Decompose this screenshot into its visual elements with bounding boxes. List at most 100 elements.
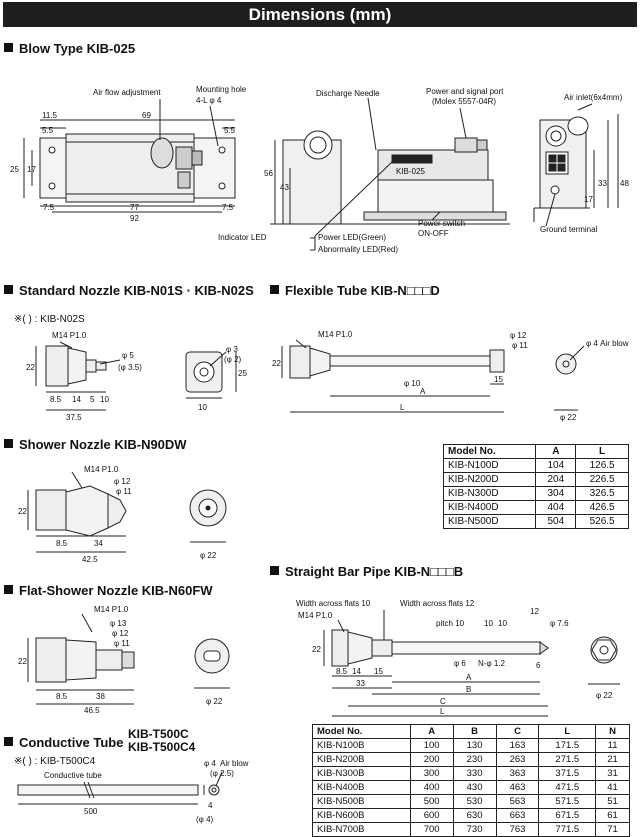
table-cell: KIB-N600B bbox=[312, 808, 411, 823]
label-phi13-flat: φ 13 bbox=[110, 619, 127, 628]
table-header-row: Model No. A B C L N bbox=[312, 724, 630, 739]
column-header: L bbox=[538, 724, 597, 739]
column-header: N bbox=[595, 724, 630, 739]
dim-phi22-bar: φ 22 bbox=[596, 691, 613, 700]
dim-15-bar: 15 bbox=[374, 667, 383, 676]
label-m14-flex: M14 P1.0 bbox=[318, 330, 353, 339]
label-phi12-shower: φ 12 bbox=[114, 477, 131, 486]
label-phi4-cond: φ 4 bbox=[204, 759, 216, 768]
table-cell: 230 bbox=[452, 752, 497, 767]
dim-phi22-flat: φ 22 bbox=[206, 697, 223, 706]
table-cell: 263 bbox=[495, 752, 540, 767]
dim-15-flex: 15 bbox=[494, 375, 503, 384]
dim-14-std: 14 bbox=[72, 395, 81, 404]
dim-22-bar: 22 bbox=[312, 645, 321, 654]
label-abnormality-led: Abnormality LED(Red) bbox=[318, 245, 398, 254]
table-cell: 630 bbox=[452, 808, 497, 823]
dim-48-rear: 48 bbox=[620, 179, 629, 188]
dim-10-std-side: 10 bbox=[198, 403, 207, 412]
table-cell: 51 bbox=[595, 794, 630, 809]
label-discharge-needle: Discharge Needle bbox=[316, 89, 380, 98]
dim-33-bar: 33 bbox=[356, 679, 365, 688]
bullet-icon bbox=[4, 439, 13, 448]
section-standard-nozzle: Standard Nozzle KIB-N01S · KIB-N02S bbox=[4, 283, 254, 298]
section-flat-shower-nozzle-label: Flat-Shower Nozzle KIB-N60FW bbox=[19, 583, 213, 598]
label-power-signal-port: Power and signal port bbox=[426, 87, 504, 96]
label-phi6: φ 6 bbox=[454, 659, 466, 668]
dim-14-bar: 14 bbox=[352, 667, 361, 676]
dim-10-std: 10 bbox=[100, 395, 109, 404]
dim-c-bar: C bbox=[440, 697, 446, 706]
table-cell: 530 bbox=[452, 794, 497, 809]
dim-11-5: 11.5 bbox=[42, 111, 58, 120]
dim-69: 69 bbox=[142, 111, 151, 120]
table-cell: 504 bbox=[535, 514, 577, 529]
dim-10-bar-b: 10 bbox=[498, 619, 507, 628]
dim-phi22-shower: φ 22 bbox=[200, 551, 217, 560]
dim-7-5-left: 7.5 bbox=[43, 203, 55, 212]
straight-bar-pipe-drawing: 22 Width across flats 10 M14 P1.0 Width … bbox=[296, 599, 620, 717]
bullet-icon bbox=[270, 285, 279, 294]
label-mounting-hole: Mounting hole bbox=[196, 85, 247, 94]
bullet-icon bbox=[4, 285, 13, 294]
blow-type-front-view: 11.5 69 5.5 5.5 77 92 7.5 7.5 25 17 Air … bbox=[10, 85, 247, 223]
flexible-tube-drawing: 22 M14 P1.0 φ 12 φ 11 φ 10 A L 15 φ 4 Ai… bbox=[272, 330, 629, 422]
section-flexible-tube: Flexible Tube KIB-N□□□D bbox=[270, 283, 440, 298]
label-air-flow-adjustment: Air flow adjustment bbox=[93, 88, 161, 97]
label-phi7-6: φ 7.6 bbox=[550, 619, 569, 628]
label-ground-terminal: Ground terminal bbox=[540, 225, 598, 234]
label-phi11-flat: φ 11 bbox=[114, 639, 130, 648]
table-cell: 663 bbox=[495, 808, 540, 823]
standard-nozzle-drawing: 22 8.5 14 5 10 37.5 M14 P1.0 φ 5 (φ 3.5)… bbox=[26, 331, 247, 422]
dim-8-5-shower: 8.5 bbox=[56, 539, 68, 548]
table-cell: 326.5 bbox=[575, 486, 629, 501]
dim-77: 77 bbox=[130, 203, 139, 212]
table-cell: 600 bbox=[409, 808, 454, 823]
conductive-model-b: KIB-T500C4 bbox=[128, 740, 196, 754]
bullet-icon bbox=[4, 585, 13, 594]
table-cell: 430 bbox=[452, 780, 497, 795]
dim-5-std: 5 bbox=[90, 395, 95, 404]
section-shower-nozzle-label: Shower Nozzle KIB-N90DW bbox=[19, 437, 187, 452]
table-cell: 163 bbox=[495, 738, 540, 753]
column-header: A bbox=[409, 724, 454, 739]
table-cell: 61 bbox=[595, 808, 630, 823]
dim-a-bar: A bbox=[466, 673, 472, 682]
flat-shower-nozzle-drawing: 22 M14 P1.0 φ 13 φ 12 φ 11 8.5 38 46.5 φ… bbox=[18, 605, 230, 715]
table-cell: 126.5 bbox=[575, 458, 629, 473]
dim-33-rear: 33 bbox=[598, 179, 607, 188]
label-power-led: Power LED(Green) bbox=[318, 233, 386, 242]
column-header: A bbox=[535, 444, 577, 459]
table-cell: KIB-N200D bbox=[442, 472, 537, 487]
column-header: Model No. bbox=[442, 444, 537, 459]
blow-type-rear-view: Air inlet(6x4mm) Ground terminal 17 33 4… bbox=[533, 93, 629, 234]
dim-25-std-side: 25 bbox=[238, 369, 247, 378]
table-header-row: Model No. A L bbox=[442, 444, 629, 459]
dim-34-shower: 34 bbox=[94, 539, 103, 548]
dim-500: 500 bbox=[84, 807, 98, 816]
label-waf12: Width across flats 12 bbox=[400, 599, 475, 608]
dim-42-5-shower: 42.5 bbox=[82, 555, 98, 564]
table-cell: KIB-N100B bbox=[312, 738, 411, 753]
label-phi4-paren: (φ 4) bbox=[196, 815, 214, 824]
label-n-phi1-2: N-φ 1.2 bbox=[478, 659, 506, 668]
table-cell: 363 bbox=[495, 766, 540, 781]
label-phi3-5: (φ 3.5) bbox=[118, 363, 142, 372]
table-cell: 11 bbox=[595, 738, 630, 753]
table-cell: 300 bbox=[409, 766, 454, 781]
dim-6-bar: 6 bbox=[536, 661, 541, 670]
section-conductive-tube: Conductive Tube bbox=[4, 735, 123, 750]
label-air-inlet: Air inlet(6x4mm) bbox=[564, 93, 623, 102]
shower-nozzle-drawing: 22 M14 P1.0 φ 12 φ 11 8.5 34 42.5 φ 22 bbox=[18, 465, 227, 564]
table-cell: 471.5 bbox=[538, 780, 597, 795]
table-cell: 563 bbox=[495, 794, 540, 809]
